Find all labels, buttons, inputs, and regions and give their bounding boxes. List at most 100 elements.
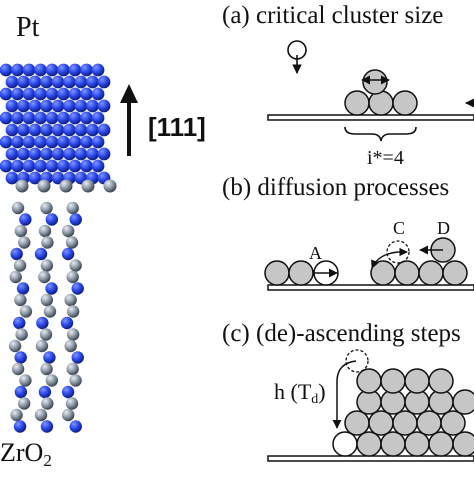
direction-label: [111] [148,112,206,142]
pt-atom [28,147,42,161]
zro2-atom [14,293,27,307]
pt-atom [22,87,36,101]
pt-atom [0,159,13,173]
substrate-c [267,455,474,462]
pt-atom [40,99,53,113]
pt-atom [40,75,53,89]
interface-atom [59,179,73,193]
zro2-atom [45,374,59,387]
zro2-atom [14,351,27,364]
zro2-atom [71,351,84,364]
step-atom [428,368,454,394]
step-atom [392,410,418,436]
zro2-atom [61,224,75,238]
zro2-atom [40,362,53,376]
pt-atom [22,135,36,149]
pt-atom [28,75,42,89]
pt-atom [34,111,47,125]
pt-atom [0,135,13,149]
zro2-atom [35,339,49,353]
pt-atom [17,123,30,137]
pt-atom [28,123,42,137]
pt-atom [91,135,105,149]
zro2-atom [71,282,84,295]
zro2-atom [43,351,56,364]
step-atom [356,368,382,394]
pt-atom [11,111,24,125]
zro2-atom [16,282,30,295]
pt-atom [11,63,24,77]
pt-atom [80,135,93,149]
zro2-atom [19,374,32,387]
step-atom [404,431,430,457]
interface-atom [103,179,117,193]
pt-atom [0,111,13,125]
pt-atom [45,111,59,125]
process-d-label: D [437,218,450,238]
brace [344,126,417,142]
pt-atom [22,63,36,77]
pt-atom [5,123,19,137]
step-atom [380,431,406,457]
zro2-atom [13,420,27,433]
zro2-atom [10,247,23,261]
pt-atom [68,135,82,149]
step-atom [344,410,370,436]
step-atom [380,368,406,394]
panel-c-illustration [267,349,474,462]
pt-atom [0,87,13,101]
zro2-atom [45,213,59,226]
pt-atom [86,123,99,137]
zro2-atom [61,247,75,261]
zro2-atom [15,328,28,341]
pt-atom [57,63,70,77]
zro2-atom [19,305,33,318]
pt-atom [86,147,99,161]
zro2-atom [18,236,31,249]
zro2-atom [34,408,48,422]
pt-atom [28,171,42,185]
pt-atom [51,171,65,185]
pt-atom [63,123,76,137]
pt-atom [68,159,82,173]
pt-atom [80,159,93,173]
zro2-atom [36,316,49,330]
cluster-atom [344,90,370,116]
zro2-atom [64,293,77,307]
step-atom [452,431,474,457]
pt-atom [97,75,111,89]
pt-atom [5,147,19,161]
direction-arrow-111 [120,84,138,156]
zro2-atom [14,385,28,399]
pt-atom [91,63,105,77]
substrate-a [267,114,474,121]
panel-a-illustration [267,40,474,142]
pt-atom [11,135,24,149]
zro2-atom [38,270,51,284]
adatom-C [386,240,410,264]
zro2-atom [17,397,31,410]
pt-atom [51,99,65,113]
pt-atom [28,99,42,113]
zro2-atom [66,305,80,318]
pt-atom [5,171,19,185]
pt-atom [17,99,30,113]
zro2-atom [66,362,79,376]
pt-atom [91,87,105,101]
zro2-atom [13,259,27,272]
zro2-atom [38,385,52,399]
pt-atom [91,159,105,173]
zro2-atom [40,259,54,272]
pt-atom [34,159,47,173]
pt-atom [97,147,111,161]
pt-atom [11,159,24,173]
zro2-atom [41,397,54,410]
pt-atom [63,147,76,161]
pt-atom [74,147,88,161]
zro2-atom [69,213,82,226]
pt-atom [57,111,70,125]
pt-atom [51,123,65,137]
zro2-atom [40,201,53,215]
pt-atom [57,135,70,149]
